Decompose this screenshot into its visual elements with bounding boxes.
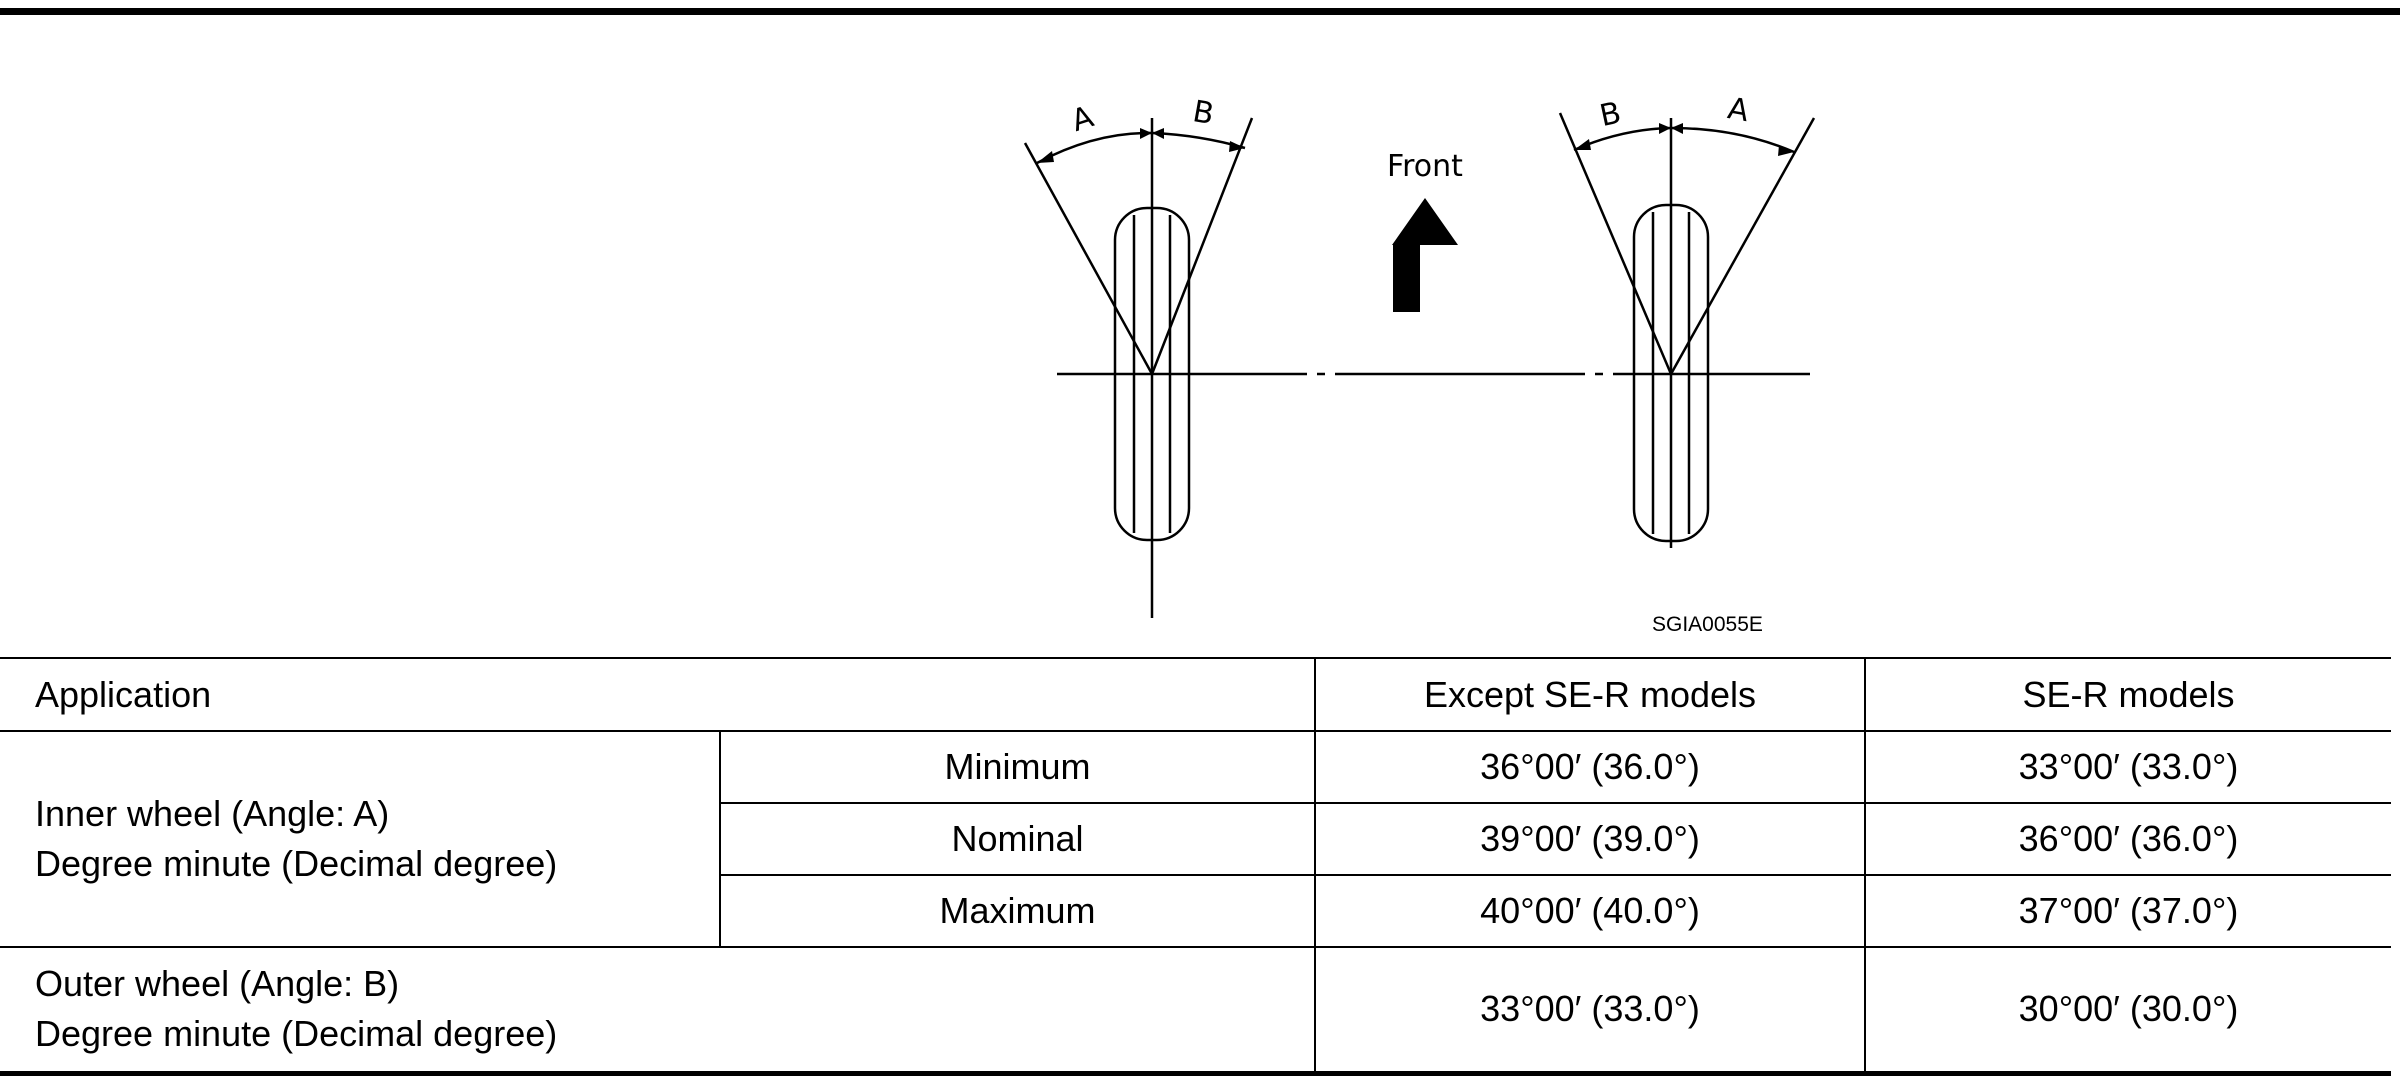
front-arrow-icon	[1392, 198, 1458, 312]
row-name-maximum: Maximum	[720, 874, 1316, 948]
row-name-nominal: Nominal	[720, 802, 1316, 876]
table-row: Inner wheel (Angle: A) Degree minute (De…	[0, 730, 2391, 948]
figure-code: SGIA0055E	[1652, 613, 1763, 636]
label-b-left: B	[1190, 94, 1216, 132]
inner-wheel-label: Inner wheel (Angle: A) Degree minute (De…	[0, 730, 721, 948]
steering-angle-table: Application Except SE-R models SE-R mode…	[0, 657, 2391, 1076]
cell-minimum-except-se-r: 36°00′ (36.0°)	[1314, 730, 1866, 804]
turning-angle-diagram: A B B A Front SGIA0055E	[1023, 91, 1816, 636]
header-se-r: SE-R models	[1864, 657, 2391, 732]
table-row: Maximum 40°00′ (40.0°) 37°00′ (37.0°)	[0, 874, 2391, 948]
row-name-minimum: Minimum	[719, 730, 1316, 804]
cell-outer-se-r: 30°00′ (30.0°)	[1864, 946, 2391, 1076]
header-application: Application	[0, 657, 1316, 732]
top-rule	[0, 8, 2400, 15]
cell-outer-except-se-r: 33°00′ (33.0°)	[1314, 946, 1866, 1076]
cell-maximum-se-r: 37°00′ (37.0°)	[1864, 874, 2391, 948]
table-row: Nominal 39°00′ (39.0°) 36°00′ (36.0°)	[0, 802, 2391, 876]
outer-wheel-label: Outer wheel (Angle: B) Degree minute (De…	[0, 946, 1316, 1076]
table-header-row: Application Except SE-R models SE-R mode…	[0, 657, 2391, 732]
header-except-se-r: Except SE-R models	[1314, 657, 1866, 732]
cell-nominal-except-se-r: 39°00′ (39.0°)	[1314, 802, 1866, 876]
label-b-right: B	[1597, 96, 1624, 135]
label-a-right: A	[1725, 91, 1752, 129]
cell-minimum-se-r: 33°00′ (33.0°)	[1864, 730, 2391, 804]
cell-nominal-se-r: 36°00′ (36.0°)	[1864, 802, 2391, 876]
cell-maximum-except-se-r: 40°00′ (40.0°)	[1314, 874, 1866, 948]
front-label: Front	[1387, 149, 1463, 184]
table-row: Outer wheel (Angle: B) Degree minute (De…	[0, 946, 2391, 1076]
label-a-left: A	[1067, 99, 1098, 139]
